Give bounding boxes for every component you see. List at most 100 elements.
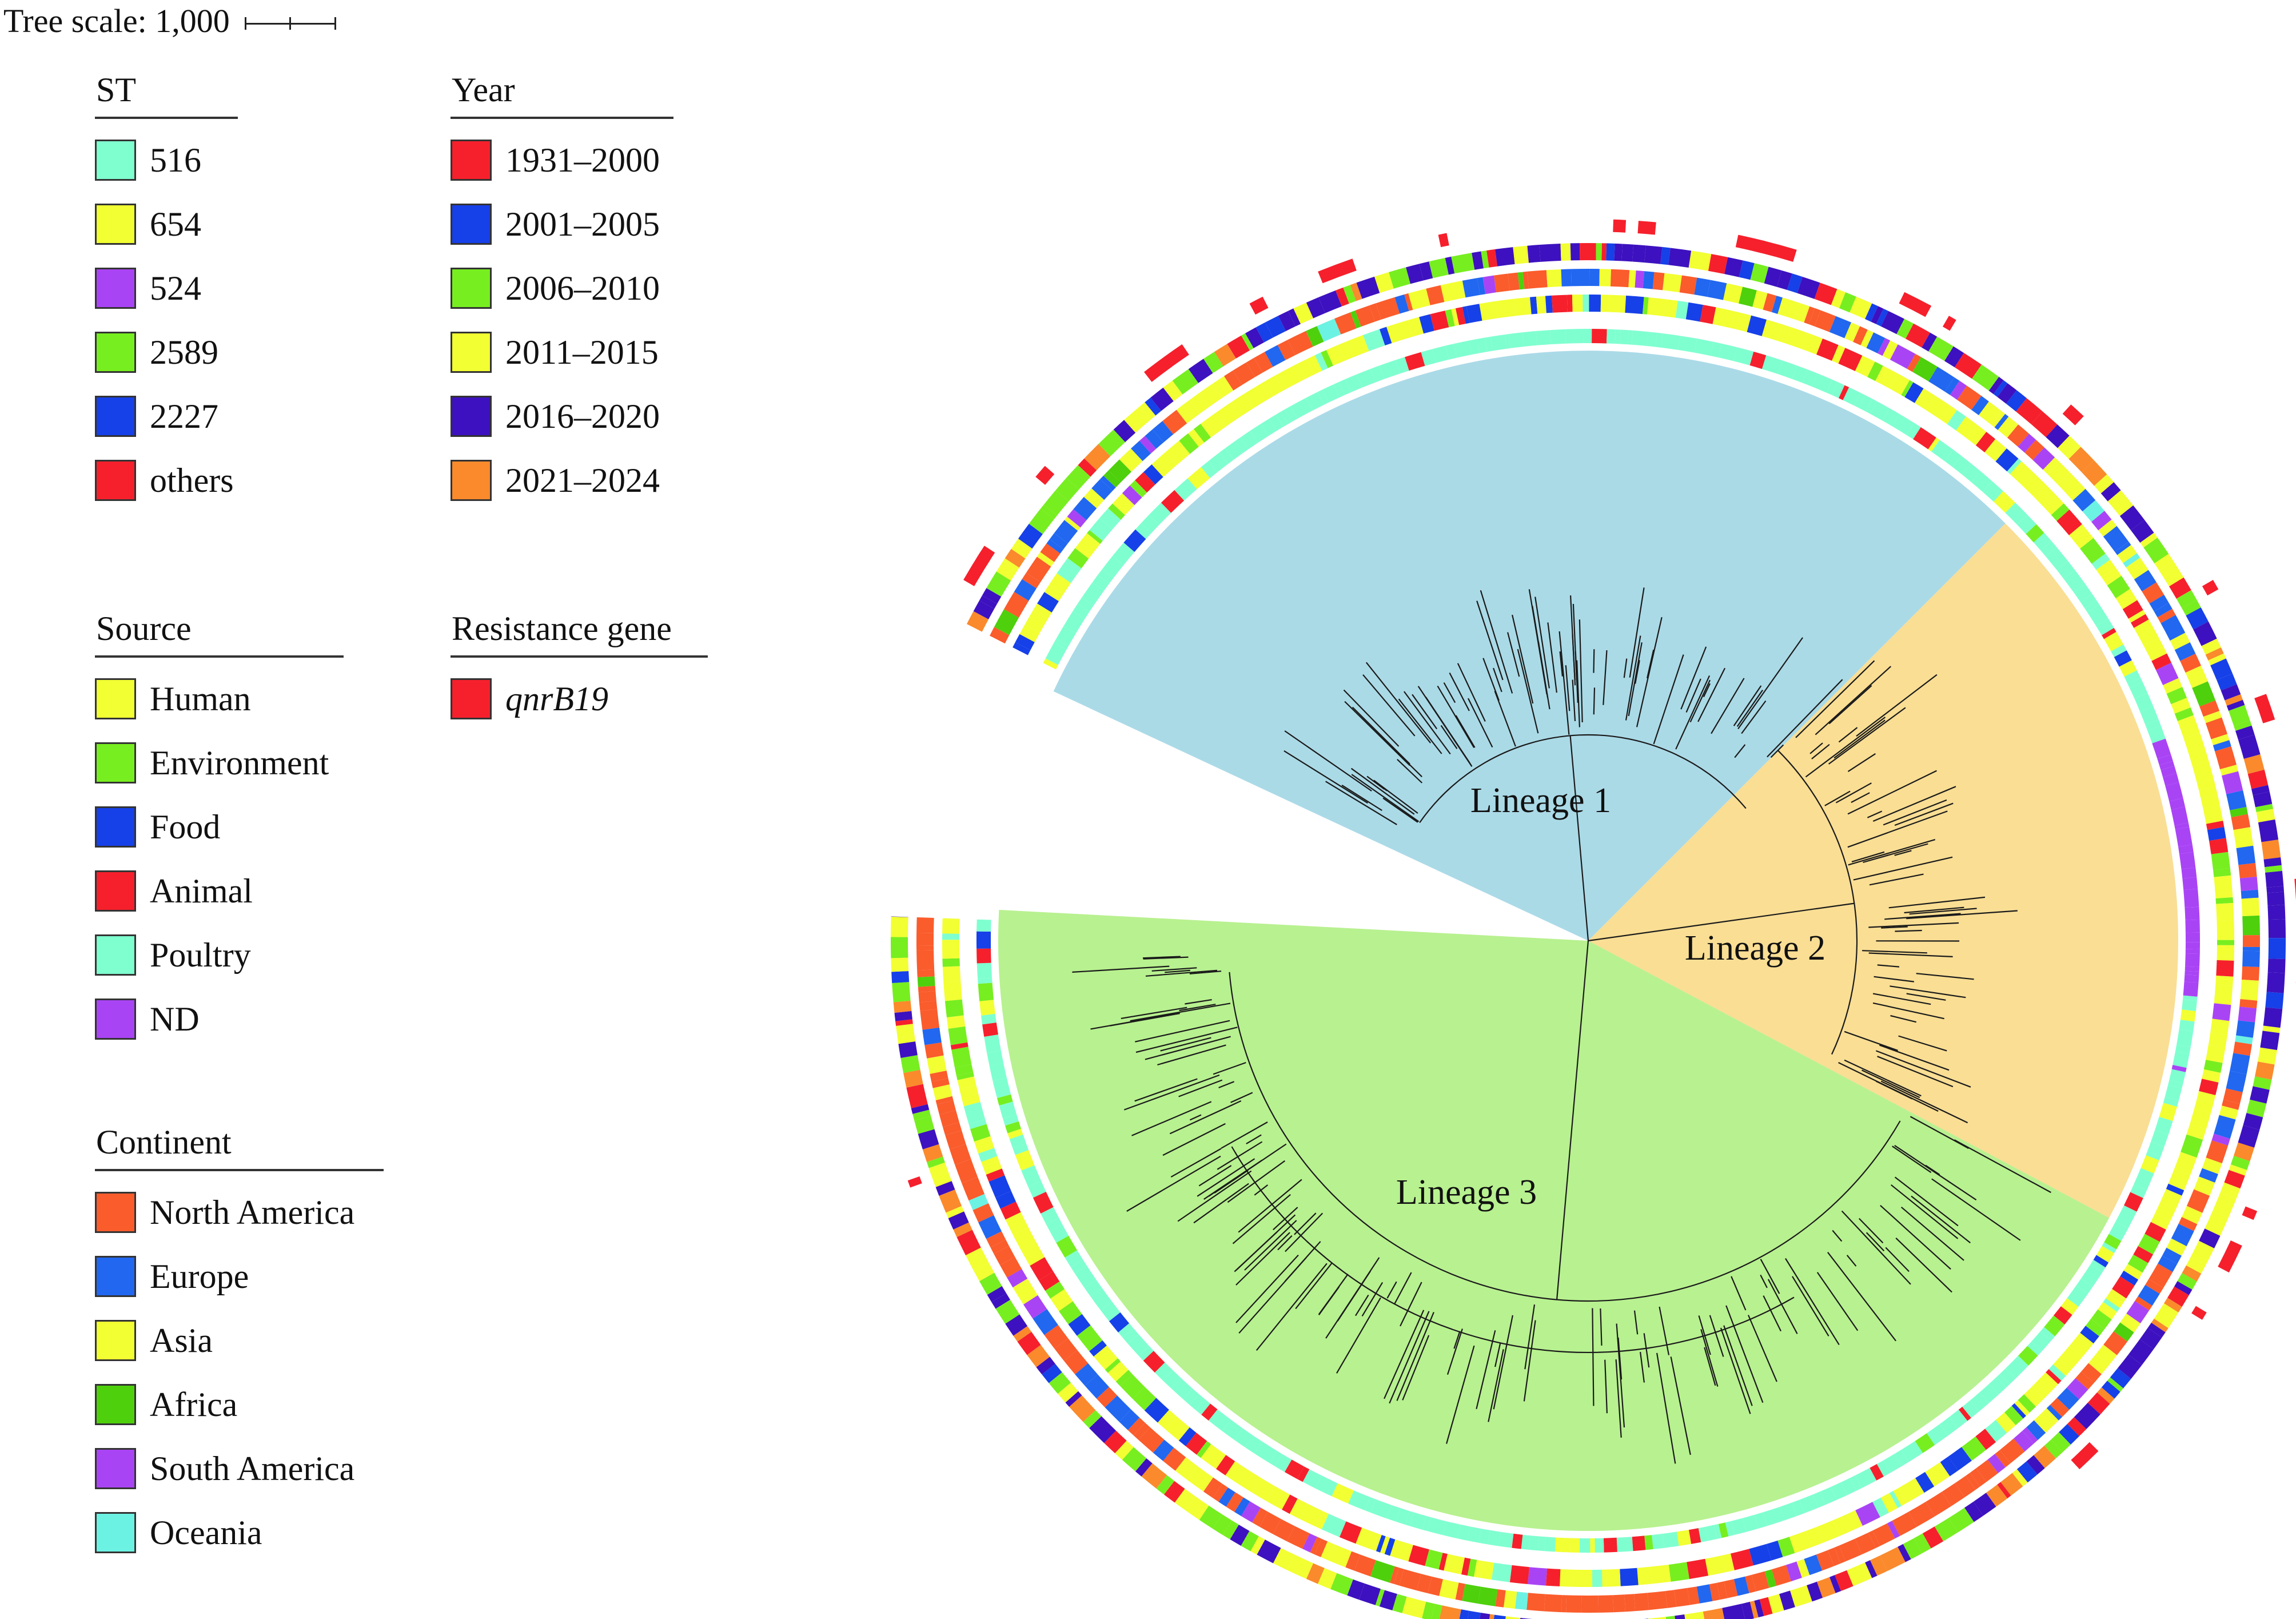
ring-segment xyxy=(2148,646,2167,661)
ring-segment xyxy=(1174,1489,1195,1510)
ring-segment xyxy=(2210,658,2233,681)
ring-segment xyxy=(2114,650,2132,667)
ring-segment xyxy=(2266,886,2284,893)
leaf-branch xyxy=(1579,619,1583,723)
ring-segment xyxy=(2171,1065,2187,1072)
ring-segment xyxy=(1056,1235,1077,1258)
ring-segment xyxy=(2235,725,2255,740)
ring-segment xyxy=(1122,1447,1147,1471)
legend-source-title: Source xyxy=(95,608,344,658)
lineage-labels: Lineage 1 Lineage 2 Lineage 3 xyxy=(1396,781,1825,1212)
leaf-branch xyxy=(1238,1179,1302,1233)
ring-segment xyxy=(918,991,936,1003)
legend-item: South America xyxy=(95,1437,384,1501)
leaf-branch xyxy=(1853,856,1953,881)
ring-segment xyxy=(2242,915,2260,936)
leaf-branch xyxy=(1355,1294,1369,1316)
ring-segment xyxy=(2243,1113,2263,1130)
tree-scale: Tree scale: 1,000 xyxy=(3,1,337,41)
ring-segment xyxy=(1832,382,1845,399)
ring-segment xyxy=(1647,1591,1668,1610)
ring-segment xyxy=(1163,380,1183,401)
leaf-branch xyxy=(1123,1074,1220,1111)
ring-segment xyxy=(1285,406,1298,422)
leaf-branch xyxy=(1412,694,1438,730)
ring-segment xyxy=(2181,867,2197,879)
ring-segment xyxy=(1947,410,1966,431)
ring-segment xyxy=(2081,1264,2103,1287)
ring-segment xyxy=(1570,1538,1580,1553)
ring-segment xyxy=(2103,1298,2120,1312)
ring-segment xyxy=(1044,585,1063,602)
leaf-branch xyxy=(1493,667,1502,693)
ring-segment xyxy=(1133,1422,1150,1440)
ring-segment xyxy=(2173,1051,2190,1068)
leaf-branch xyxy=(1344,701,1410,766)
ring-segment xyxy=(1838,348,1863,371)
ring-segment xyxy=(1973,1493,1996,1516)
ring-segment xyxy=(1912,357,1938,381)
ring-segment xyxy=(1428,1576,1443,1596)
ring-segment xyxy=(944,999,964,1017)
leaf-branch xyxy=(1725,1305,1764,1403)
ring-segment xyxy=(1037,592,1059,612)
ring-segment xyxy=(2218,1240,2242,1273)
ring-segment xyxy=(2222,771,2243,794)
ring-segment xyxy=(2190,1108,2211,1129)
ring-segment xyxy=(1926,395,1951,420)
ring-segment xyxy=(1219,448,1234,464)
ring-segment xyxy=(2201,794,2220,809)
legend-swatch xyxy=(95,268,136,309)
leaf-branch xyxy=(1704,1347,1716,1386)
ring-segment xyxy=(2152,738,2171,759)
ring-segment xyxy=(1028,1181,1046,1198)
ring-segment xyxy=(2111,644,2127,657)
ring-segment xyxy=(1780,1502,1797,1521)
leaf-branch xyxy=(1636,616,1663,727)
ring-segment xyxy=(1026,556,1051,582)
ring-segment xyxy=(1183,1388,1199,1405)
ring-segment xyxy=(1606,243,1615,261)
ring-segment xyxy=(1739,287,1757,307)
ring-segment xyxy=(1430,311,1449,331)
ring-segment xyxy=(1165,1416,1190,1441)
ring-segment xyxy=(917,976,935,987)
ring-segment xyxy=(1224,370,1242,391)
legend-resistance-title: Resistance gene xyxy=(451,608,708,658)
ring-segment xyxy=(1005,1314,1028,1336)
leaf-branch xyxy=(1846,1255,1857,1267)
ring-segment xyxy=(1285,1459,1304,1479)
ring-segment xyxy=(1676,1530,1692,1546)
ring-segment xyxy=(942,958,960,967)
ring-segment xyxy=(2168,1169,2190,1191)
ring-segment xyxy=(2103,526,2129,552)
ring-segment xyxy=(1082,582,1104,606)
ring-segment xyxy=(1278,365,1301,389)
ring-segment xyxy=(2166,1183,2185,1196)
ring-segment xyxy=(981,1156,999,1167)
ring-segment xyxy=(2107,490,2126,507)
ring-segment xyxy=(1255,383,1270,401)
ring-segment xyxy=(1384,1537,1396,1556)
ring-segment xyxy=(1808,308,1821,327)
ring-segment xyxy=(1816,1550,1834,1571)
lineage-3-arc xyxy=(1229,972,1901,1302)
ring-segment xyxy=(1944,346,1964,368)
ring-segment xyxy=(1678,336,1697,353)
legend-swatch xyxy=(451,332,492,373)
ring-segment xyxy=(1302,1469,1322,1489)
ring-segment xyxy=(1269,414,1283,431)
ring-segment xyxy=(1314,352,1328,371)
resistance-ring xyxy=(907,219,2296,1470)
leaf-branch xyxy=(1604,1359,1608,1414)
ring-segment xyxy=(2074,1402,2100,1429)
ring-segment xyxy=(920,1009,940,1030)
ring-segment xyxy=(1345,374,1362,392)
leaf-branch xyxy=(1494,691,1516,747)
root-branch xyxy=(1569,735,1589,941)
ring-segment xyxy=(1915,388,1935,410)
ring-segment xyxy=(2182,1206,2203,1224)
ring-segment xyxy=(2179,852,2196,869)
ring-segment xyxy=(1091,479,1113,500)
ring-segment xyxy=(1934,1518,1958,1542)
